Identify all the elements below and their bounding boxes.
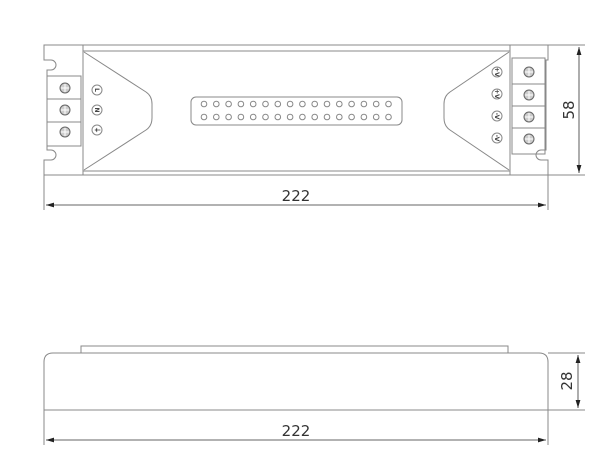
screw-icon — [59, 126, 71, 138]
vent-hole — [372, 113, 380, 121]
ground-icon: ⏚ — [93, 127, 100, 133]
vent-hole — [360, 113, 368, 121]
vent-hole — [200, 113, 208, 121]
vent-hole — [336, 100, 343, 108]
vent-hole — [323, 113, 331, 121]
vent-hole — [262, 100, 269, 108]
cover-chamfer-right — [443, 51, 510, 171]
screw-icon — [523, 89, 535, 101]
screw-icon — [59, 104, 71, 116]
terminal-label-plus-v: +V — [493, 67, 500, 77]
screw-icon — [523, 66, 535, 78]
vent-hole — [336, 113, 343, 121]
side-body-outline — [43, 352, 549, 411]
vent-hole — [262, 113, 269, 121]
side-view: 222 28 — [43, 345, 585, 445]
terminal-label-minus-v: -V — [493, 135, 500, 142]
vent-hole — [311, 100, 319, 108]
vent-hole — [360, 100, 368, 108]
housing-outline — [43, 44, 549, 176]
vent-hole — [372, 100, 380, 108]
vent-hole — [286, 113, 294, 121]
screw-icon — [523, 133, 535, 145]
side-length-dimension: 222 — [43, 410, 549, 445]
terminal-label-minus-v: -V — [493, 113, 500, 120]
vent-hole — [200, 100, 208, 108]
length-label: 222 — [282, 187, 311, 205]
top-plate — [80, 345, 509, 353]
vent-hole — [348, 100, 355, 108]
vent-hole — [274, 113, 282, 121]
vent-hole — [274, 100, 282, 108]
top-view: L N ⏚ +V +V -V -V 222 — [43, 44, 585, 210]
vent-hole — [237, 100, 245, 108]
screw-icon — [523, 111, 535, 123]
screw-icon — [59, 82, 71, 94]
vent-hole — [213, 113, 220, 121]
vent-hole-grid — [190, 96, 403, 126]
vent-hole — [225, 113, 232, 121]
top-width-dimension: 58 — [548, 44, 585, 176]
terminal-label-n: N — [93, 107, 100, 112]
vent-hole — [225, 100, 232, 108]
output-terminal-block: +V +V -V -V — [491, 57, 546, 155]
vent-hole — [213, 100, 220, 108]
terminal-label-plus-v: +V — [493, 89, 500, 99]
vent-hole — [299, 113, 306, 121]
side-length-label: 222 — [282, 422, 311, 440]
vent-hole — [237, 113, 245, 121]
vent-hole — [299, 100, 306, 108]
vent-hole — [286, 100, 294, 108]
cover-chamfer-left — [83, 51, 153, 171]
vent-hole — [385, 113, 392, 121]
vent-hole — [249, 113, 257, 121]
height-dimension: 28 — [548, 352, 585, 411]
input-terminal-block: L N ⏚ — [46, 75, 103, 147]
top-length-dimension: 222 — [43, 175, 549, 210]
terminal-label-l: L — [93, 88, 100, 92]
vent-hole — [385, 100, 392, 108]
height-label: 28 — [558, 371, 576, 390]
vent-hole — [323, 100, 331, 108]
vent-hole — [348, 113, 355, 121]
width-label: 58 — [560, 100, 578, 119]
vent-hole — [311, 113, 319, 121]
vent-hole — [249, 100, 257, 108]
